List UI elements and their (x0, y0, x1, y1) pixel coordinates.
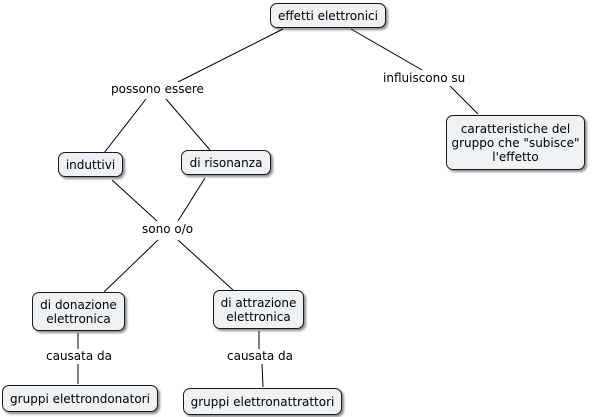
concept-label: di donazione elettronica (40, 297, 117, 326)
concept-donazione-elettronica[interactable]: di donazione elettronica (32, 292, 125, 331)
concept-gruppi-elettrondonatori[interactable]: gruppi elettrondonatori (2, 385, 158, 412)
concept-label: gruppi elettrondonatori (10, 391, 150, 406)
edge-causata-elettronattrattori (261, 363, 264, 388)
edge-risonanza-sono (177, 177, 206, 222)
link-influiscono-su: influiscono su (382, 71, 467, 85)
concept-label: caratteristiche del gruppo che "subisce"… (451, 121, 580, 164)
edge-sono-attrazione (177, 239, 234, 291)
edge-induttivi-sono (111, 179, 158, 222)
edge-influiscono-caratteristiche (449, 85, 479, 115)
concept-label: induttivi (65, 157, 116, 172)
concept-label: di attrazione elettronica (220, 295, 297, 324)
concept-attrazione-elettronica[interactable]: di attrazione elettronica (213, 290, 304, 329)
link-causata-da-donazione: causata da (45, 349, 114, 363)
edge-root-possono (177, 28, 284, 83)
concept-gruppi-elettronattrattori[interactable]: gruppi elettronattrattori (183, 388, 342, 415)
concept-caratteristiche-gruppo[interactable]: caratteristiche del gruppo che "subisce"… (446, 115, 585, 170)
edge-root-influiscono (350, 28, 423, 71)
link-possono-essere: possono essere (110, 82, 205, 96)
concept-label: effetti elettronici (278, 8, 378, 23)
edge-possono-risonanza (165, 98, 211, 151)
concept-effetti-elettronici[interactable]: effetti elettronici (270, 3, 386, 28)
link-causata-da-attrazione: causata da (226, 349, 295, 363)
link-sono-o-o: sono o/o (141, 222, 195, 236)
concept-label: gruppi elettronattrattori (190, 394, 335, 409)
edge-sono-donazione (103, 239, 159, 293)
concept-label: di risonanza (189, 155, 263, 170)
concept-induttivi[interactable]: induttivi (58, 152, 123, 177)
concept-di-risonanza[interactable]: di risonanza (181, 150, 271, 175)
edge-possono-induttivi (103, 98, 147, 154)
